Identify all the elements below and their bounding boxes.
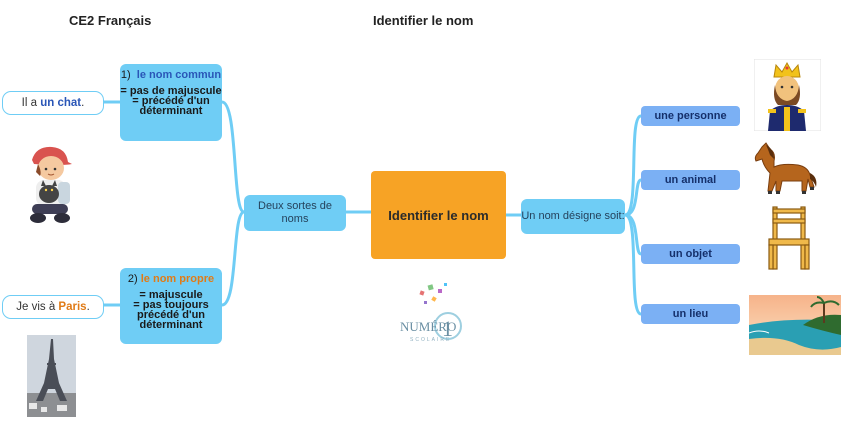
common-rule-2: = précédé d'un déterminant <box>132 95 210 117</box>
proper-num: 2) <box>127 273 138 285</box>
logo-digit: 1 <box>442 316 453 341</box>
proper-example-word: Paris <box>58 301 87 313</box>
proper-name: le nom propre <box>140 273 215 285</box>
types-node[interactable]: Deux sortes de noms <box>244 195 346 231</box>
category-place[interactable]: un lieu <box>641 304 740 324</box>
proper-rule-1: = majuscule <box>139 289 203 301</box>
subject-title: CE2 Français <box>69 13 152 28</box>
beach-icon <box>749 295 841 355</box>
common-num: 1) <box>120 69 131 81</box>
common-example-word: un chat <box>40 97 82 109</box>
common-example-prefix: Il a <box>21 97 41 109</box>
common-rule-1: = pas de majuscule <box>120 85 222 97</box>
logo-icon: NUMÉRO 1 SCOLAIRE <box>400 283 462 343</box>
category-person[interactable]: une personne <box>641 106 740 126</box>
proper-example-suffix: . <box>86 301 90 313</box>
center-node[interactable]: Identifier le nom <box>371 171 506 259</box>
boy-with-cat-icon <box>30 146 72 223</box>
logo-sub: SCOLAIRE <box>410 337 451 343</box>
common-example[interactable]: Il a un chat. <box>2 91 104 115</box>
proper-example[interactable]: Je vis à Paris. <box>2 295 104 319</box>
category-animal[interactable]: un animal <box>641 170 740 190</box>
common-example-suffix: . <box>81 97 85 109</box>
chair-icon <box>768 206 810 270</box>
proper-rule-2: = pas toujours précédé d'un déterminant <box>133 299 209 331</box>
proper-noun-node[interactable]: 2) le nom propre = majuscule = pas toujo… <box>120 268 222 344</box>
designates-node[interactable]: Un nom désigne soit: <box>521 199 625 234</box>
common-noun-node[interactable]: 1) le nom commun = pas de majuscule = pr… <box>120 64 222 141</box>
page-title: Identifier le nom <box>373 13 474 28</box>
king-icon <box>754 59 821 131</box>
eiffel-tower-icon <box>27 335 76 417</box>
category-object[interactable]: un objet <box>641 244 740 264</box>
horse-icon <box>754 142 817 194</box>
common-name: le nom commun <box>136 69 222 81</box>
proper-example-prefix: Je vis à <box>16 301 59 313</box>
logo-word: NUMÉRO <box>400 319 456 334</box>
